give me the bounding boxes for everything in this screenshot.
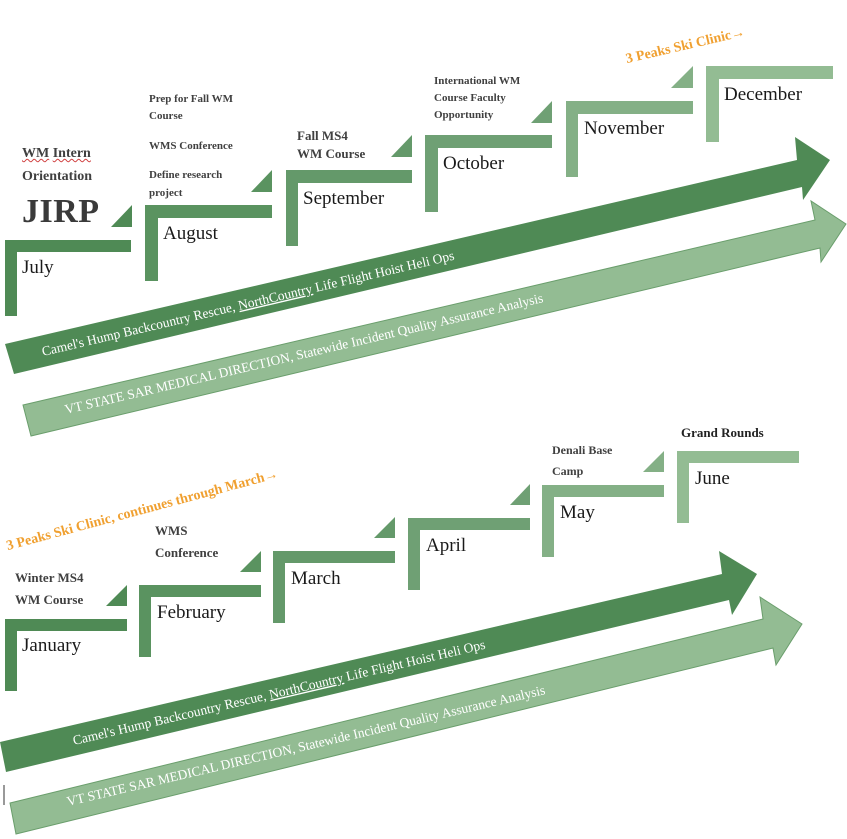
month-june: June [695,468,730,489]
orientation-label: Orientation [22,169,92,184]
oct-note-2: Course Faculty [434,92,506,104]
top-arrow-sar [22,199,847,437]
month-february: February [157,602,226,623]
step-february [139,585,261,657]
oct-note-3: Opportunity [434,109,494,121]
top-steps [5,66,833,316]
step-june [677,451,799,523]
month-may: May [560,502,595,523]
step-triangle-april [510,484,530,505]
bottom-arrow-sar [9,595,803,835]
step-march [273,551,395,623]
step-july [5,240,131,316]
may-note-1: Denali Base [552,443,613,457]
step-november [566,101,693,177]
step-triangle-january [106,585,127,606]
step-january [5,619,127,691]
step-triangle-august [251,170,272,192]
aug-note-wms: WMS Conference [149,140,233,152]
step-triangle-october [531,101,552,123]
aug-note-research-2: project [149,187,183,199]
step-triangle-september [391,135,412,157]
month-september: September [303,188,385,209]
oct-note-1: International WM [434,75,521,87]
sep-note-1: Fall MS4 [297,128,348,143]
month-july: July [22,257,54,278]
month-december: December [724,84,803,105]
aug-note-prep-2: Course [149,110,183,122]
jan-note-1: Winter MS4 [15,570,84,585]
month-october: October [443,153,505,174]
step-triangle-may [643,451,664,472]
step-april [408,518,530,590]
month-april: April [426,535,467,556]
feb-note-1: WMS [155,523,188,538]
may-note-2: Camp [552,464,584,478]
step-triangle-march [374,517,395,538]
aug-note-prep-1: Prep for Fall WM [149,93,234,105]
step-september [286,170,412,246]
bottom-arrow-rescue [0,551,757,772]
month-august: August [163,223,218,244]
bottom-arrow-sar-text: VT STATE SAR MEDICAL DIRECTION, Statewid… [65,682,546,809]
step-may [542,485,664,557]
step-triangle-july [111,205,132,227]
jan-note-2: WM Course [15,592,84,607]
step-triangle-november [671,66,693,88]
bottom-steps [5,451,799,691]
wm-intern-label: WM Intern [22,146,91,161]
month-january: January [22,635,82,656]
aug-note-research-1: Define research [149,169,223,181]
jirp-label: JIRP [22,193,100,230]
top-arrow-sar-text: VT STATE SAR MEDICAL DIRECTION, Statewid… [63,290,544,417]
month-march: March [291,568,341,589]
month-november: November [584,118,665,139]
jun-note: Grand Rounds [681,425,764,440]
step-october [425,135,552,212]
feb-note-2: Conference [155,545,219,560]
step-december [706,66,833,142]
sep-note-2: WM Course [297,146,366,161]
top-arrow-rescue [5,137,830,374]
step-triangle-february [240,551,261,572]
step-august [145,205,272,281]
